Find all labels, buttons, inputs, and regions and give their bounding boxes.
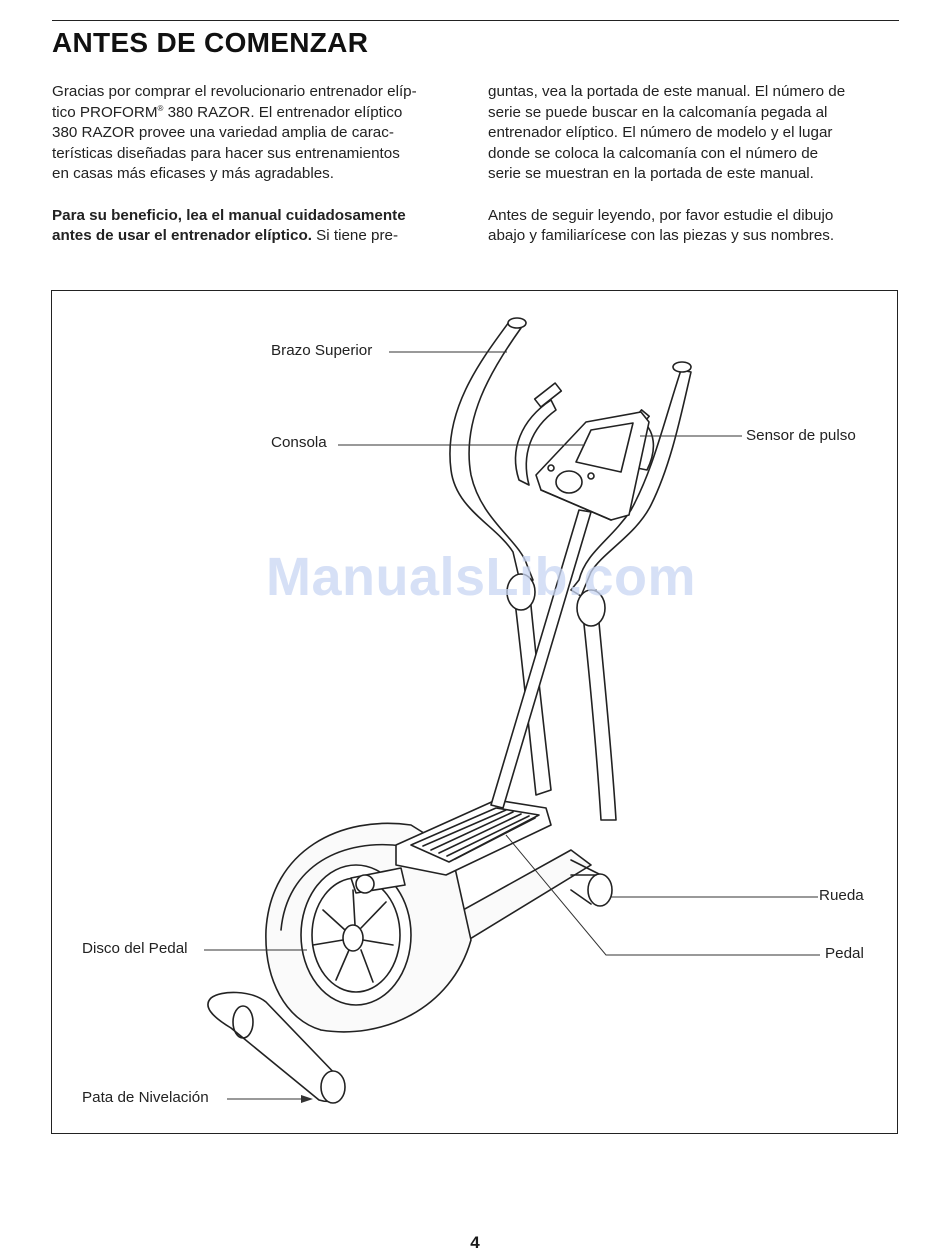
label-rueda: Rueda bbox=[819, 887, 864, 904]
watermark: ManualsLib.com bbox=[266, 547, 697, 607]
page-number: 4 bbox=[470, 1233, 480, 1252]
label-brazo-superior: Brazo Superior bbox=[271, 342, 373, 359]
intro-paragraph-1: Gracias por comprar el revolucionario en… bbox=[52, 82, 452, 185]
pedal-platform bbox=[394, 798, 552, 876]
upper-arm-right bbox=[569, 368, 692, 597]
top-rule bbox=[52, 20, 899, 21]
pedal-disc-drawing bbox=[299, 863, 412, 1006]
diagram-frame: Brazo Superior Consola Sensor de pulso R… bbox=[51, 290, 898, 1134]
page-title: ANTES DE COMENZAR bbox=[52, 27, 369, 58]
intro-p2-rest: Si tiene pre- bbox=[311, 227, 399, 245]
intro-right-column: guntas, vea la portada de este manual. E… bbox=[488, 82, 888, 247]
registered-mark: ® bbox=[157, 103, 164, 113]
intro-paragraph-3: guntas, vea la portada de este manual. E… bbox=[488, 83, 846, 183]
intro-p1-start: Gracias por comprar el revolucionario en… bbox=[52, 83, 417, 121]
intro-paragraph-4: Antes de seguir leyendo, por favor estud… bbox=[488, 206, 835, 245]
wheel-drawing bbox=[586, 872, 613, 907]
label-pata-de-nivelacion: Pata de Nivelación bbox=[82, 1089, 209, 1106]
intro-warning-bold: Para su beneficio, lea el manual cuidado… bbox=[52, 206, 406, 245]
label-consola: Consola bbox=[271, 434, 327, 451]
intro-p1-end: 380 RAZOR. El entrenador elíptico 380 RA… bbox=[52, 103, 403, 183]
center-mast bbox=[489, 508, 592, 809]
intro-left-column: Gracias por comprar el revolucionario en… bbox=[52, 82, 452, 247]
label-pedal: Pedal bbox=[825, 945, 864, 962]
elliptical-trainer-drawing bbox=[203, 316, 820, 1104]
upper-arm-left bbox=[448, 320, 534, 587]
intro-paragraph-2: Para su beneficio, lea el manual cuidado… bbox=[52, 206, 452, 247]
label-disco-del-pedal: Disco del Pedal bbox=[82, 940, 188, 957]
label-sensor-de-pulso: Sensor de pulso bbox=[746, 427, 856, 444]
